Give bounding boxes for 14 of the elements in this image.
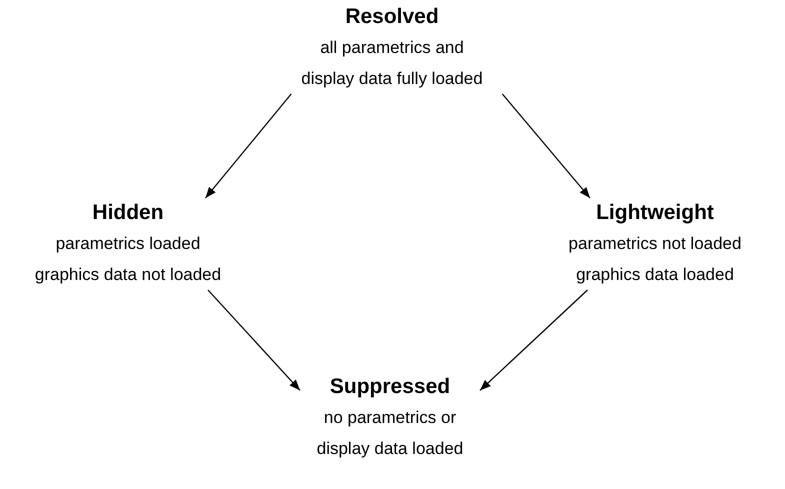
- arrow: [205, 94, 292, 198]
- state-description: graphics data not loaded: [34, 264, 222, 286]
- arrow: [480, 290, 588, 391]
- state-description: no parametrics or display data loaded: [316, 407, 464, 460]
- state-title: Resolved: [345, 4, 439, 30]
- arrow: [208, 290, 300, 391]
- state-title: Suppressed: [330, 374, 450, 400]
- state-title: Hidden: [92, 200, 164, 226]
- state-description: all parametrics and display data fully loaded: [300, 37, 484, 90]
- state-description: parametrics not loaded: [568, 233, 742, 255]
- state-title: Lightweight: [596, 200, 714, 226]
- state-description: parametrics loaded: [54, 233, 202, 255]
- state-description: graphics data loaded: [575, 264, 735, 286]
- arrow: [502, 94, 590, 198]
